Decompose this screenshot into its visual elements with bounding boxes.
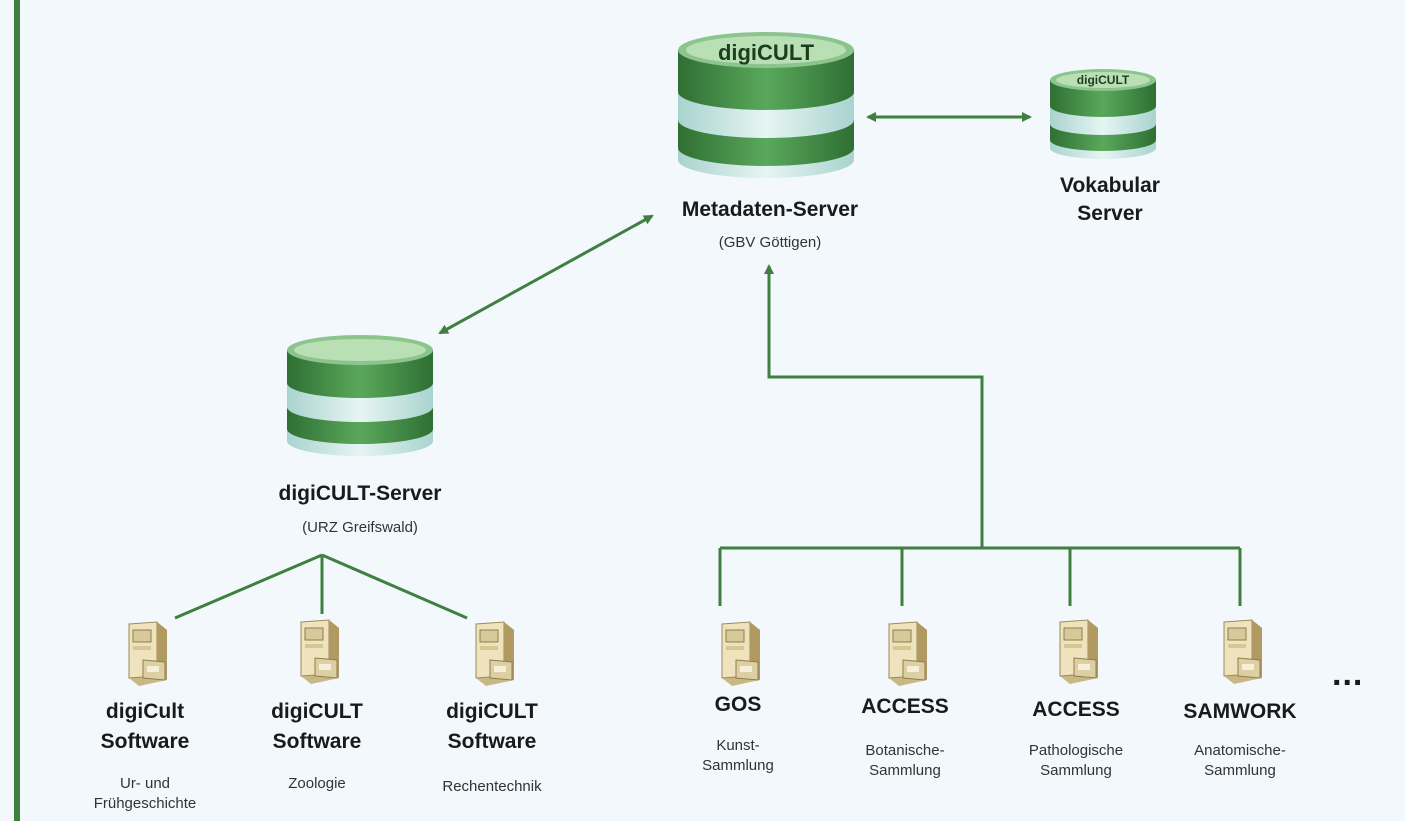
client-subtitle: Rechentechnik — [442, 778, 542, 795]
collections-trunk — [764, 264, 984, 548]
digicult-server-title: digiCULT-Server — [278, 482, 442, 505]
more-ellipsis: ... — [1332, 655, 1364, 693]
computer-icon — [293, 618, 345, 686]
left-border-line — [14, 0, 20, 821]
client-title-line2: Software — [272, 730, 362, 753]
client-title: GOS — [714, 693, 762, 716]
vocab-server-db: digiCULT — [1048, 62, 1158, 162]
client-title: digiCULT — [446, 700, 538, 723]
client-title: ACCESS — [861, 695, 949, 718]
branch-right — [321, 553, 468, 620]
vocab-server-title-2: Server — [1077, 202, 1143, 225]
client-subtitle: Anatomische- — [1194, 742, 1286, 759]
computer-icon — [1052, 618, 1104, 686]
client-title: ACCESS — [1032, 698, 1120, 721]
client-subtitle-line2: Sammlung — [1040, 762, 1112, 779]
vocab-db-label: digiCULT — [1076, 73, 1130, 87]
client-title: SAMWORK — [1183, 700, 1297, 723]
vocab-server-title-1: Vokabular — [1060, 174, 1160, 197]
metadata-server-subtitle: (GBV Göttigen) — [718, 234, 822, 251]
client-title-line2: Software — [447, 730, 537, 753]
metadata-server-db: digiCULT — [676, 20, 856, 180]
computer-icon — [714, 620, 766, 688]
client-subtitle: Ur- und — [119, 775, 171, 792]
client-subtitle: Zoologie — [288, 775, 346, 792]
client-subtitle-line2: Sammlung — [702, 757, 774, 774]
client-subtitle-line2: Frühgeschichte — [93, 795, 197, 812]
computer-icon — [1216, 618, 1268, 686]
computer-icon — [881, 620, 933, 688]
client-title: digiCult — [105, 700, 185, 723]
digicult-server-subtitle: (URZ Greifswald) — [302, 519, 418, 536]
client-subtitle: Pathologische — [1028, 742, 1124, 759]
metadata-digicult-link — [438, 214, 654, 335]
computer-icon — [468, 620, 520, 688]
branch-left — [174, 553, 323, 620]
client-title-line2: Software — [100, 730, 190, 753]
client-title: digiCULT — [271, 700, 363, 723]
client-subtitle-line2: Sammlung — [1204, 762, 1276, 779]
client-subtitle: Botanische- — [865, 742, 945, 759]
client-subtitle-line2: Sammlung — [869, 762, 941, 779]
digicult-server-db — [285, 325, 435, 460]
metadata-db-label: digiCULT — [717, 40, 815, 65]
metadata-server-title: Metadaten-Server — [681, 198, 859, 221]
computer-icon — [121, 620, 173, 688]
client-subtitle: Kunst- — [716, 737, 760, 754]
